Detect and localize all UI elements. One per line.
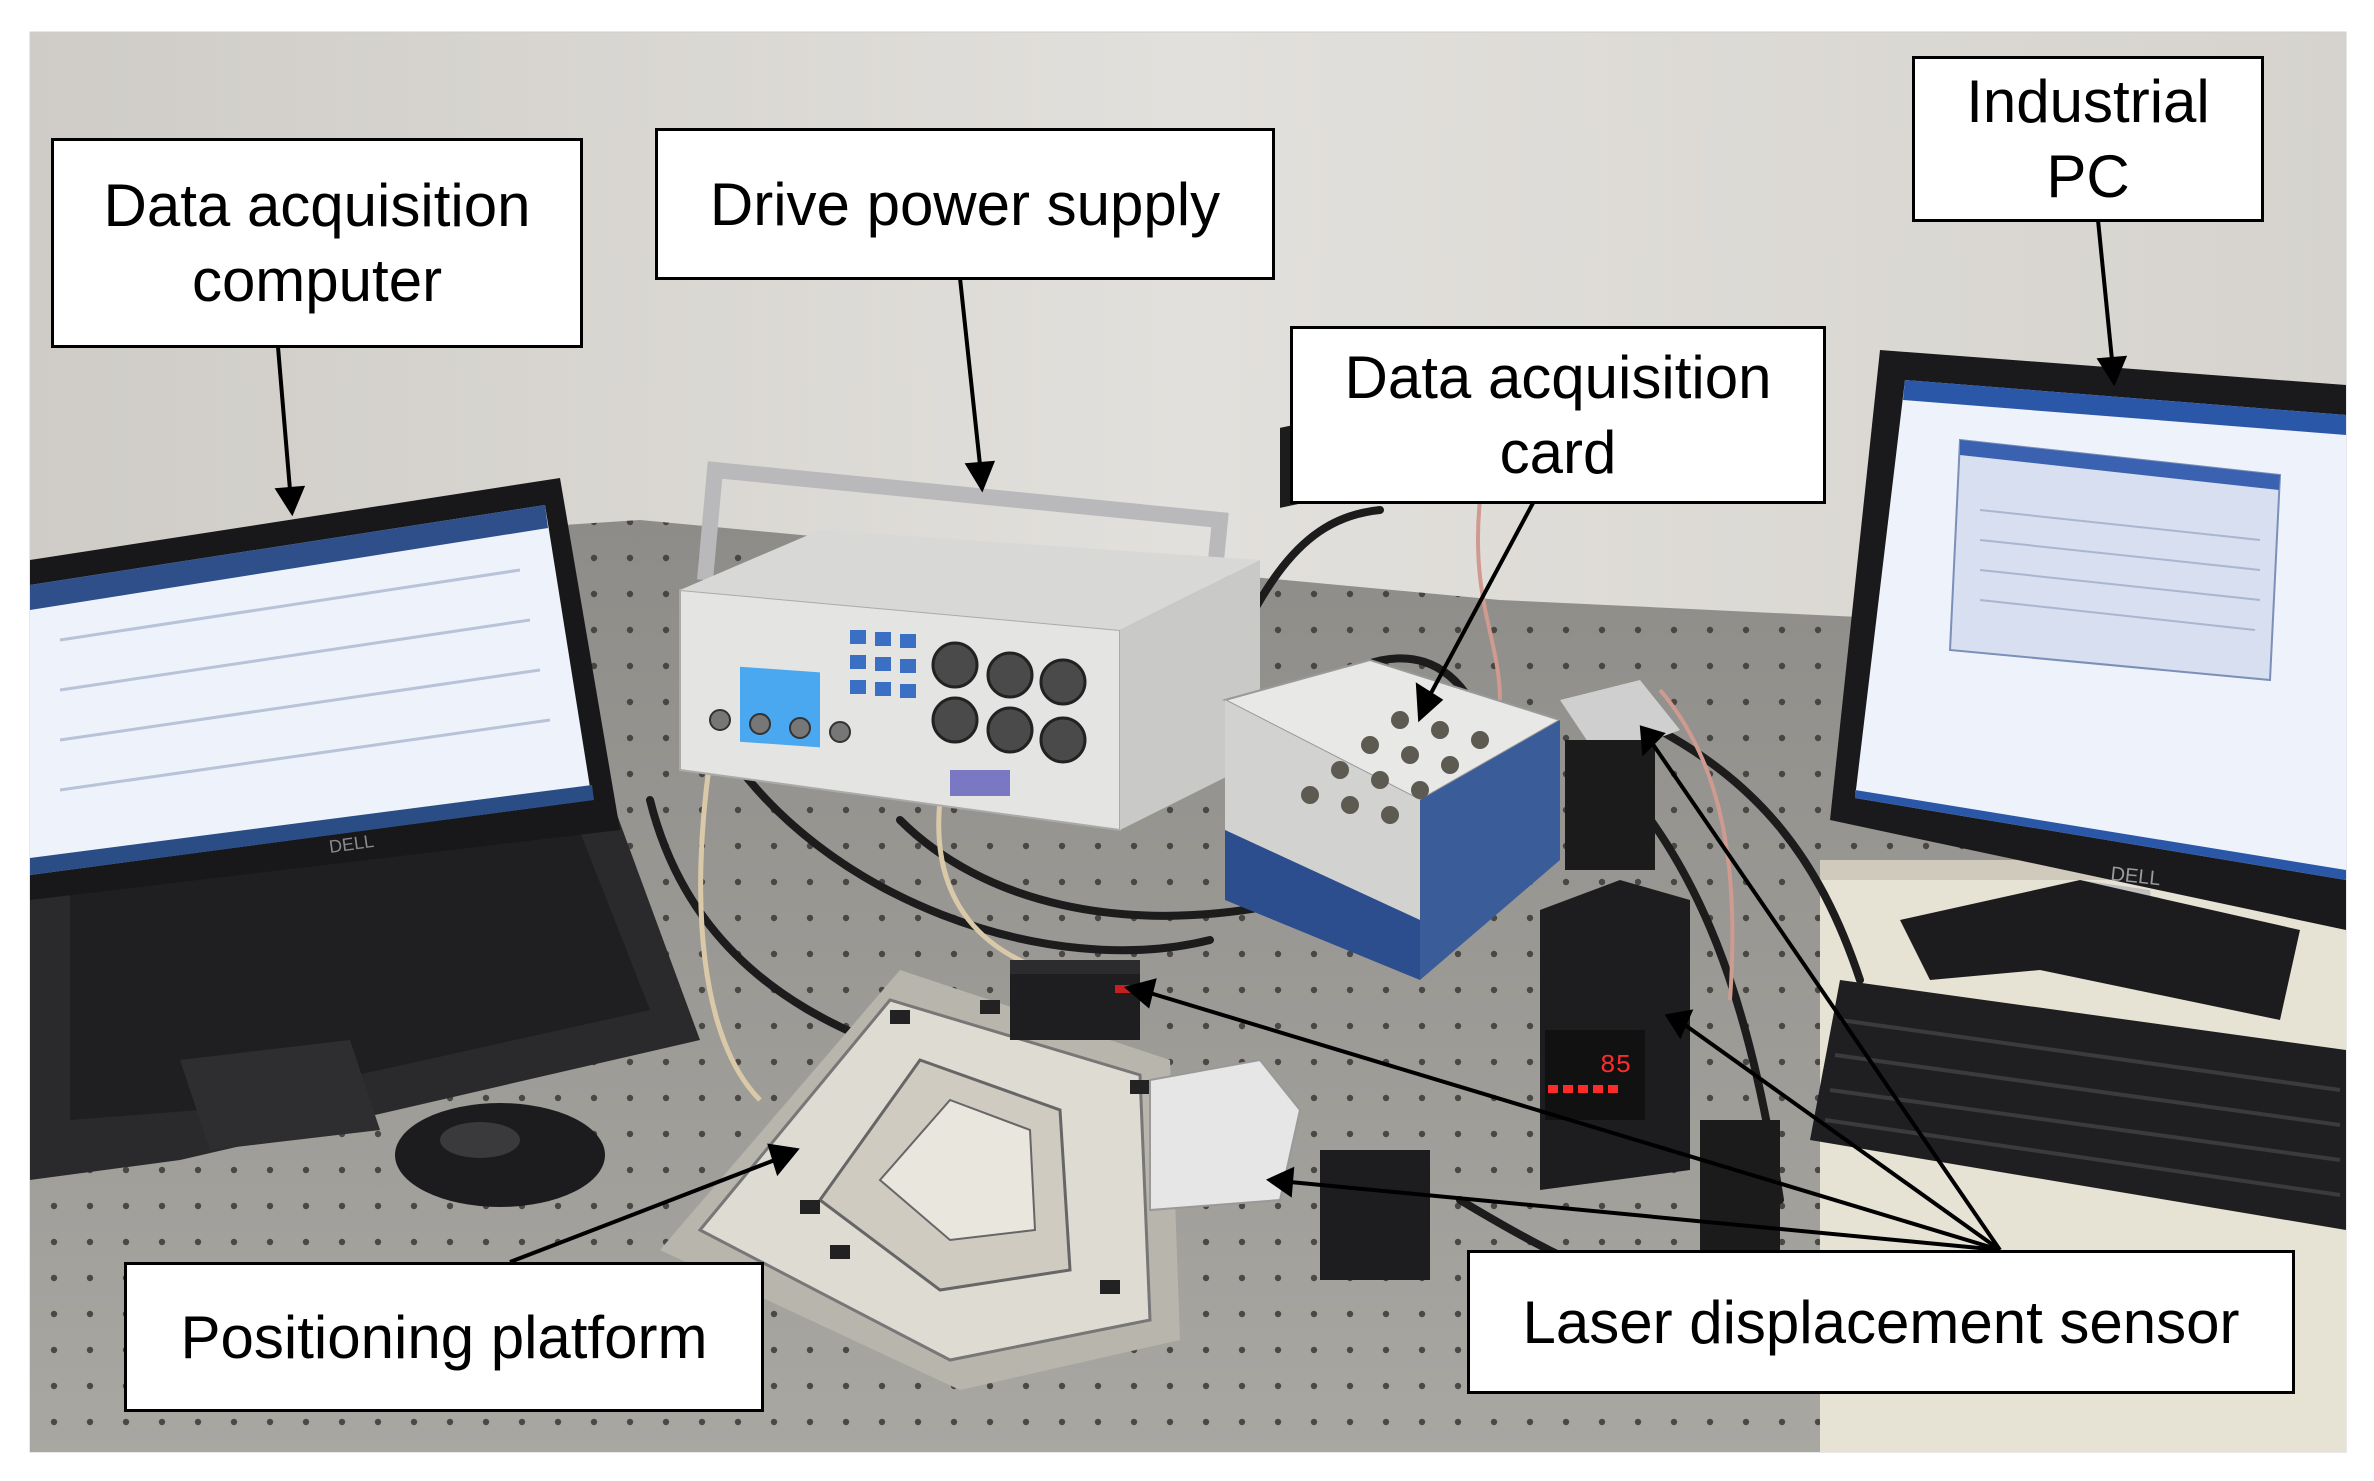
laptop-screen — [30, 505, 592, 875]
label-data-acquisition-computer: Data acquisition computer — [51, 138, 583, 348]
label-data-acquisition-card: Data acquisition card — [1290, 326, 1826, 504]
label-industrial-pc: Industrial PC — [1912, 56, 2264, 222]
laser-sensor-1 — [1010, 970, 1140, 1040]
positioning-platform — [660, 970, 1180, 1390]
temperature-controller: 85 — [1540, 880, 1690, 1190]
label-drive-power-supply: Drive power supply — [655, 128, 1275, 280]
label-positioning-platform: Positioning platform — [124, 1262, 764, 1412]
keyboard — [1810, 980, 2346, 1230]
label-laser-displacement-sensor: Laser displacement sensor — [1467, 1250, 2295, 1394]
controller-display-text: 85 — [1600, 1050, 1631, 1080]
annotation-arrows — [274, 219, 2128, 1264]
laptop: DELL — [30, 478, 700, 1180]
industrial-pc-monitor: DELL — [1830, 350, 2346, 1020]
laser-sensor-2 — [1149, 1058, 1302, 1212]
drive-power-supply — [679, 461, 1260, 832]
